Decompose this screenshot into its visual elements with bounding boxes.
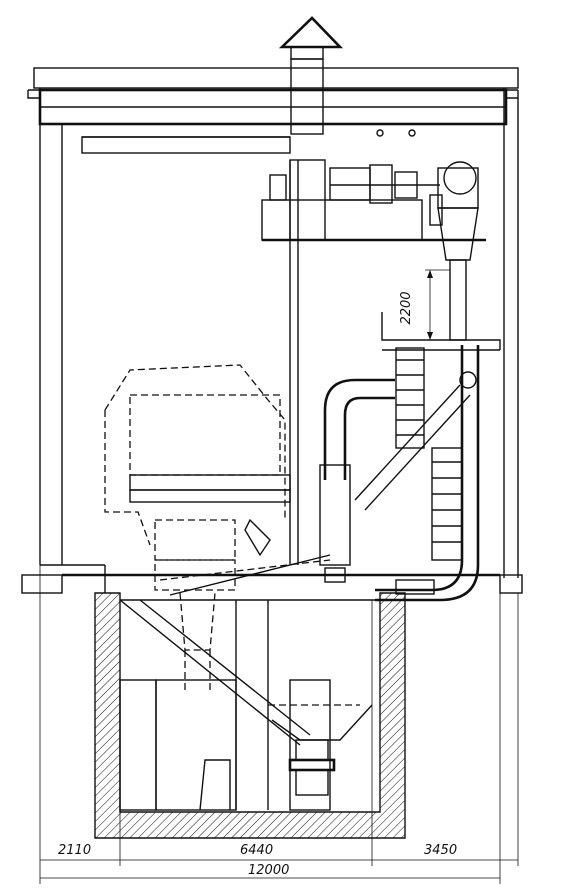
stairs [381,312,501,561]
duct-pipes [319,345,480,602]
dimension-label-12000: 12000 [248,863,289,878]
cyclone-separator [429,161,479,341]
dimension-label-6440: 6440 [240,843,273,858]
dimension-vertical [425,269,450,341]
dimension-label-2200: 2200 [399,291,414,324]
dimension-label-3450: 3450 [424,843,457,858]
dimension-label-2110: 2110 [58,843,91,858]
building-outline [21,67,523,594]
machine-dashed [104,364,331,690]
drive-platform [261,129,486,242]
dimension-horizontal [39,565,519,884]
exhaust-hood [278,16,344,135]
foundation-pit [94,592,406,839]
